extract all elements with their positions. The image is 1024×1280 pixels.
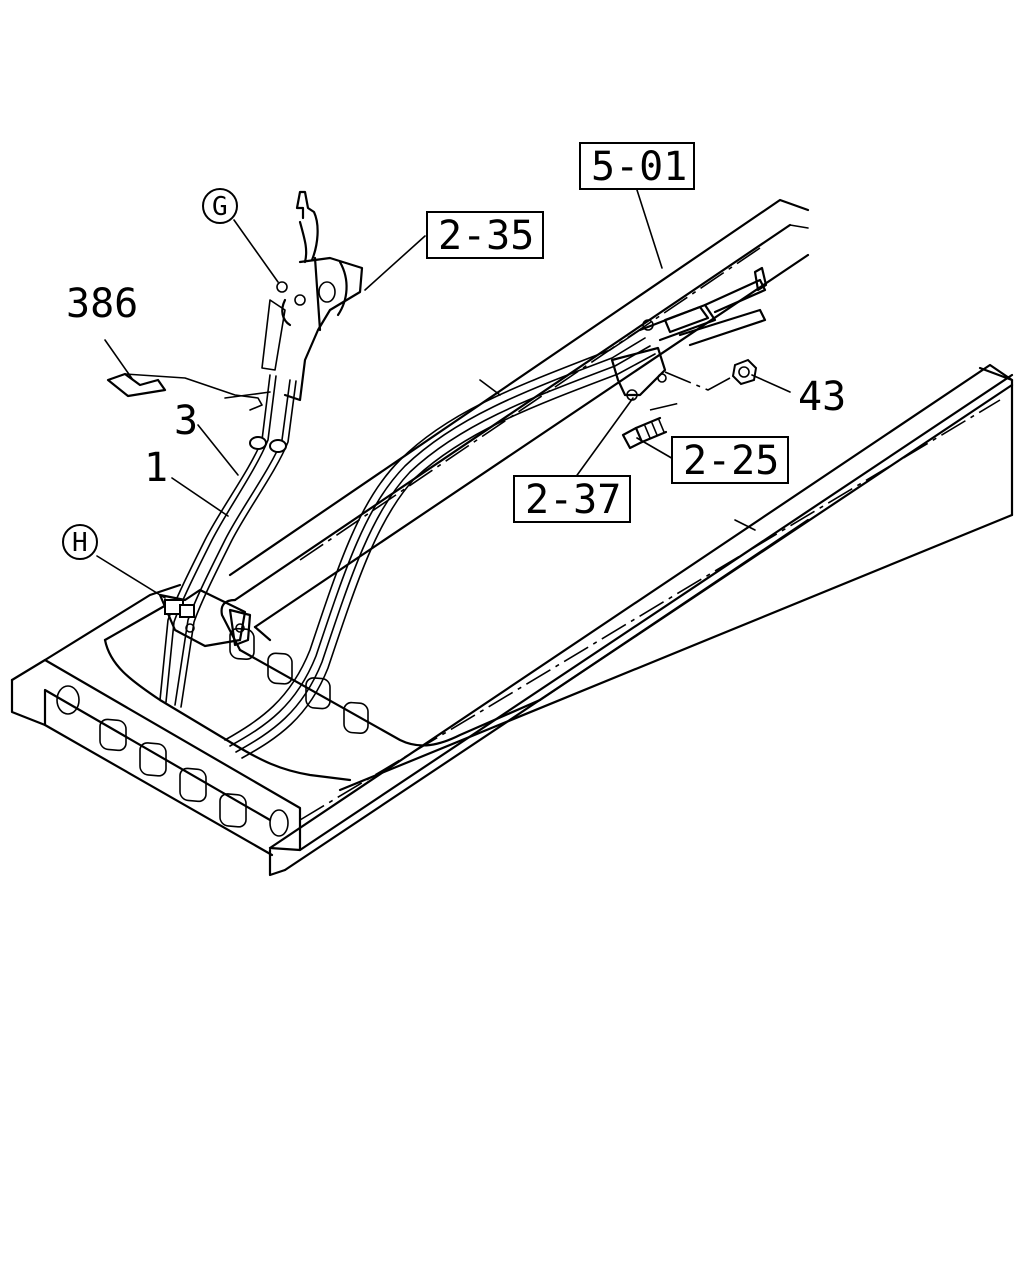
- part-number-3: 3: [174, 398, 198, 444]
- callout-2-25-text: 2-25: [683, 438, 779, 484]
- front-clamp: [158, 588, 252, 648]
- circle-marker-h-text: H: [72, 528, 88, 558]
- callout-5-01-text: 5-01: [591, 144, 687, 190]
- circle-marker-g-text: G: [212, 192, 228, 222]
- cable-grommets: [249, 436, 287, 453]
- circle-marker-h: H: [62, 524, 98, 560]
- part-number-43: 43: [798, 374, 846, 420]
- front-cross-member: [10, 583, 542, 857]
- callout-2-35-text: 2-35: [438, 213, 534, 259]
- circle-marker-g: G: [202, 188, 238, 224]
- lower-frame-rail: [268, 363, 1014, 877]
- callout-2-35: 2-35: [426, 211, 544, 259]
- part-number-386: 386: [66, 281, 138, 327]
- rear-cables: [224, 329, 656, 759]
- bolt-2-25: [621, 416, 668, 450]
- callout-2-37: 2-37: [513, 475, 631, 523]
- lever-bracket: [261, 190, 364, 402]
- callout-2-25: 2-25: [671, 436, 789, 484]
- leader-lines: [96, 189, 791, 599]
- rear-bracket: [610, 266, 768, 401]
- part-number-1: 1: [144, 445, 168, 491]
- clip-386: [106, 372, 271, 411]
- mounting-guide-lines: [649, 371, 731, 411]
- callout-2-37-text: 2-37: [525, 477, 621, 523]
- cable-1: [174, 379, 297, 708]
- nut-43: [731, 358, 758, 386]
- callout-5-01: 5-01: [579, 142, 695, 190]
